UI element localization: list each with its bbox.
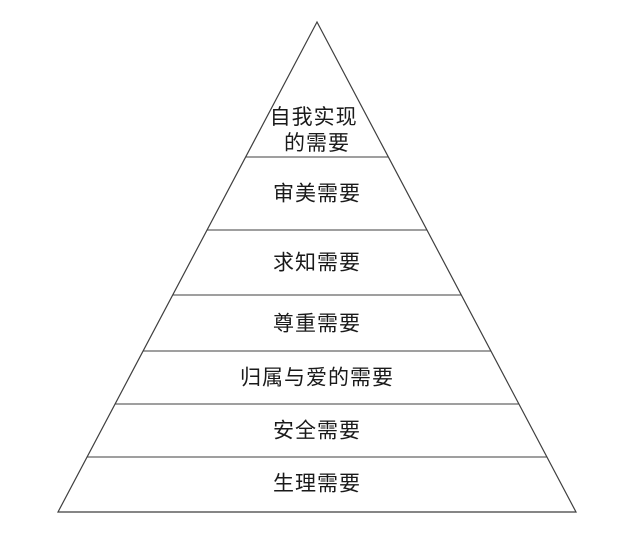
level-label-aesthetic: 审美需要 [273,183,361,206]
level-label-esteem: 尊重需要 [273,313,361,336]
level-label-belonging-love: 归属与爱的需要 [240,367,394,390]
level-label-self-actualization-line1: 自我实现 [270,106,358,129]
level-label-self-actualization-line2: 的需要 [284,132,350,155]
level-label-self-actualization: 自我实现 的需要 [270,106,365,155]
level-label-cognitive: 求知需要 [273,252,361,275]
level-label-safety: 安全需要 [273,420,361,443]
level-label-physiological: 生理需要 [273,473,361,496]
pyramid-outline [57,20,577,513]
